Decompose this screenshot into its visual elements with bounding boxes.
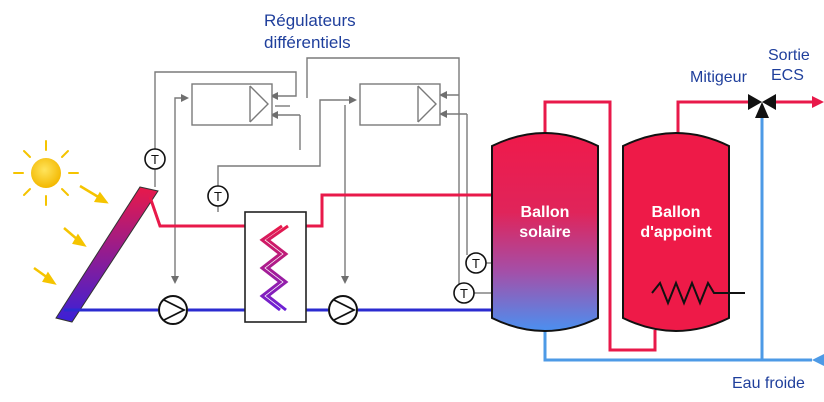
solar-tank [491,132,599,332]
hot-water-pipes [148,100,812,352]
temperature-sensor-collector: T [144,148,166,170]
solar-collector-panel [55,186,159,323]
solar-tank-label-line1: Ballon [521,204,570,221]
cold-water-supply [543,118,812,362]
cold-water-arrow [812,354,824,366]
differential-regulator-1 [191,83,273,126]
mixing-valve-icon [748,94,776,118]
outlet-arrow [812,96,824,108]
svg-text:T: T [214,189,222,204]
outlet-label-line2: ECS [771,67,804,84]
temperature-sensor-tank-lower: T [453,282,475,304]
pump-1-icon [158,295,188,325]
heat-exchanger [244,211,307,323]
temperature-sensor-exchanger: T [207,185,229,207]
outlet-label-line1: Sortie [768,47,810,64]
differential-regulator-2 [359,83,441,126]
svg-text:T: T [460,286,468,301]
regulators-label-line2: différentiels [264,33,351,52]
svg-text:T: T [472,256,480,271]
mixer-label: Mitigeur [690,69,748,86]
regulators-label-line1: Régulateurs [264,11,356,30]
temperature-sensor-tank-upper: T [465,252,487,274]
cold-water-label: Eau froide [732,375,805,392]
backup-tank [622,132,745,332]
backup-tank-label-line1: Ballon [652,204,701,221]
sun-icon [13,140,79,206]
backup-tank-label-line2: d'appoint [640,224,712,241]
electric-heater-icon [651,280,745,306]
svg-text:T: T [151,152,159,167]
pump-2-icon [328,295,358,325]
solar-tank-label-line2: solaire [519,224,571,241]
sun-ray-arrows [33,184,109,285]
